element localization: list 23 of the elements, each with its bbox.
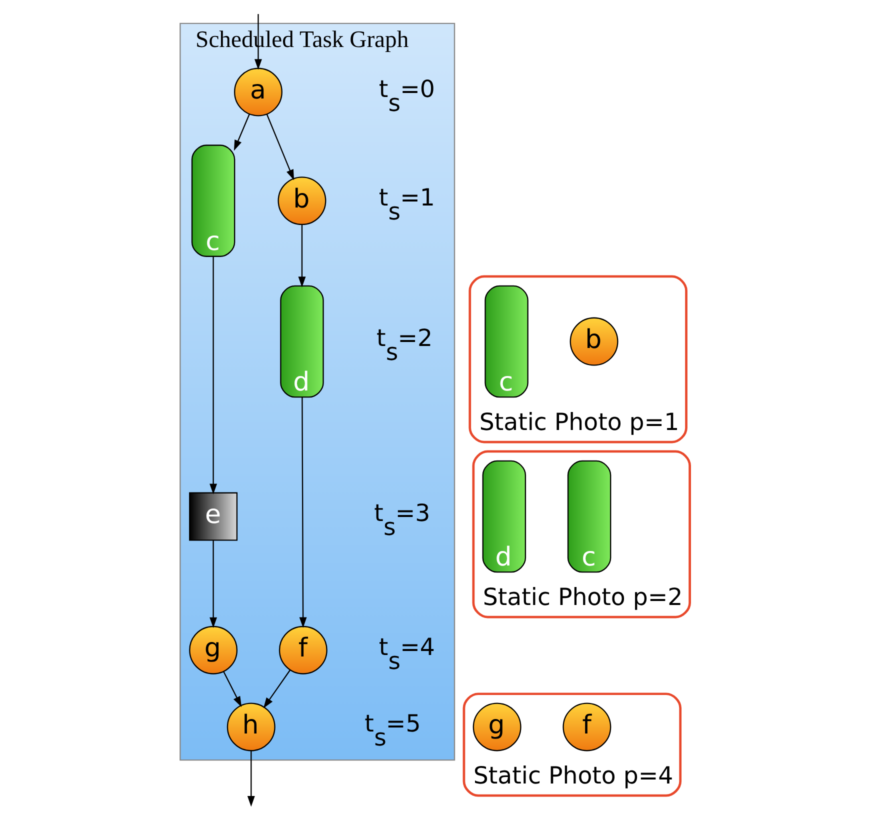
- arrow: [247, 750, 255, 807]
- node-box: d: [482, 460, 526, 573]
- arrow: [263, 670, 291, 708]
- node-circle: b: [570, 317, 618, 366]
- node-circle: f: [562, 702, 612, 752]
- arrow: [223, 671, 242, 708]
- arrow: [299, 397, 307, 628]
- arrow: [210, 256, 218, 494]
- node-circle: g: [472, 702, 522, 752]
- node-circle: g: [189, 626, 238, 674]
- node-box: d: [280, 285, 324, 398]
- node-circle: a: [234, 68, 282, 116]
- node-circle: h: [226, 702, 276, 752]
- node-circle: f: [278, 626, 328, 674]
- node-box: e: [189, 492, 238, 541]
- arrow: [266, 114, 294, 180]
- node-box: c: [191, 144, 236, 257]
- node-box: c: [484, 285, 528, 398]
- node-circle: b: [278, 176, 326, 226]
- arrow: [298, 224, 306, 288]
- arrow: [234, 114, 250, 151]
- node-box: c: [567, 460, 612, 573]
- arrow: [210, 540, 218, 628]
